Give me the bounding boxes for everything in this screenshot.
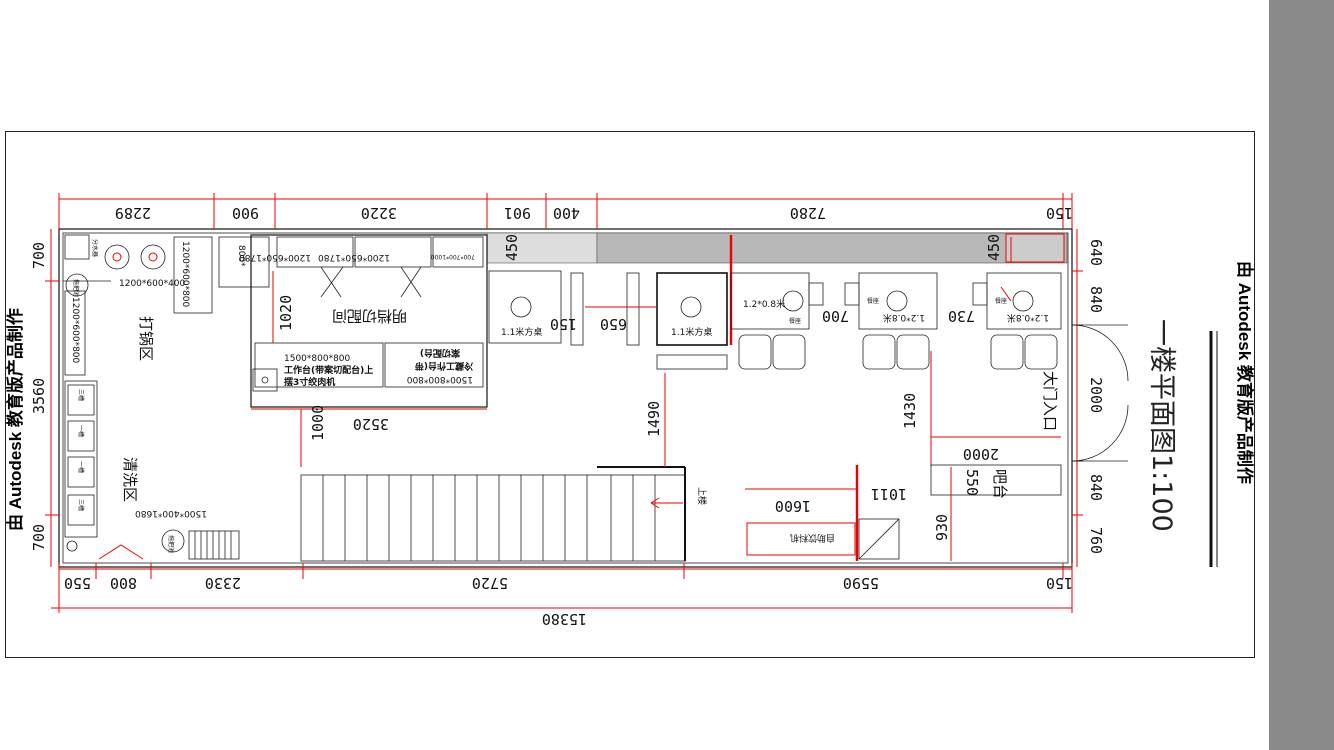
cold-table-label-2: 案切配台) [420, 347, 461, 359]
drawing-title: 一楼平面图1:100 [1146, 319, 1177, 532]
cashier-counter [930, 464, 1062, 496]
cold-table-label: 冷藏工作台(带 [415, 360, 473, 372]
sink-3: 一槽 [77, 461, 85, 473]
seat-3: 餐座 [789, 317, 801, 325]
fry-counter-1: 1200*600*400 [119, 279, 186, 289]
dim-total: 15380 [542, 610, 587, 628]
staircase [300, 474, 686, 562]
sink-1: 三槽 [77, 389, 85, 401]
dim-bottom-2: 2330 [205, 574, 241, 592]
cold-table-size: 1500*800*800 [406, 374, 473, 384]
counter-800: 800* [236, 245, 246, 267]
fridge-3: 700*700*1000 [431, 253, 475, 260]
dim-int-2000: 2000 [963, 445, 999, 463]
dim-int-1430: 1430 [901, 393, 919, 429]
open-kitchen-room [250, 234, 488, 408]
mop-pool-circle [65, 273, 89, 297]
dim-top-0: 2289 [115, 204, 151, 222]
mop-pool-2: 拖把池 [167, 535, 175, 553]
dim-right-0: 640 [1087, 239, 1105, 266]
door-swing-top [1071, 324, 1129, 382]
fridge-1: 1200*650*1780 [239, 252, 311, 262]
entrance-label: 大门入口 [1041, 371, 1059, 431]
cashier-label: 吧台 [991, 469, 1009, 499]
seat-5: 餐座 [995, 297, 1007, 305]
dim-bottom-0: 550 [64, 574, 91, 592]
dim-int-3520: 3520 [353, 415, 389, 433]
dim-right-4: 760 [1087, 527, 1105, 554]
fridge-2: 1200*650*1780 [318, 252, 390, 262]
chairs [738, 334, 1058, 370]
sink-4: 三槽 [77, 499, 85, 511]
table-3-label: 1.2*0.8米 [743, 298, 785, 310]
dim-top-3: 901 [504, 204, 531, 222]
top-counter-corner [1005, 233, 1065, 263]
dim-left-2: 700 [30, 524, 48, 551]
dim-int-1011: 1011 [871, 485, 907, 503]
dim-int-150: 150 [550, 315, 577, 333]
table-2 [656, 272, 728, 346]
dim-int-450a: 450 [503, 234, 521, 261]
table-1-label: 1.1米方桌 [501, 326, 542, 338]
dim-int-1000: 1000 [309, 405, 327, 441]
table-5 [986, 272, 1062, 330]
top-counter-left [486, 232, 598, 264]
dim-int-1600: 1600 [775, 497, 811, 515]
open-kitchen-label: 明档切配间 [332, 307, 407, 325]
dim-left-1: 3560 [30, 378, 48, 414]
table-2-label: 1.1米方桌 [671, 326, 712, 338]
seat-4: 餐座 [867, 297, 879, 305]
watermark-left: 由 Autodesk 教育版产品制作 [6, 308, 25, 531]
dim-top-6: 150 [1046, 204, 1073, 222]
drawing-sheet: 2289 900 3220 901 400 7280 150 550 800 2… [5, 131, 1255, 658]
dim-int-550: 550 [963, 469, 981, 496]
dim-top-4: 400 [553, 204, 580, 222]
dim-int-730: 730 [948, 307, 975, 325]
upstairs-label: 上楼 [696, 487, 708, 505]
table-5-label: 1.2*0.8米 [1007, 312, 1049, 324]
side-panel [1269, 0, 1334, 750]
table-1 [488, 270, 562, 344]
top-counter-right [596, 232, 1068, 264]
dim-int-450b: 450 [985, 234, 1003, 261]
table-4-label: 1.2*0.8米 [883, 312, 925, 324]
dim-int-1020: 1020 [277, 295, 295, 331]
workbench-size: 1500*800*800 [284, 354, 351, 364]
outer-wall [58, 228, 1073, 568]
fry-counter-2: 1200*600*800 [180, 241, 190, 308]
dim-top-1: 900 [232, 204, 259, 222]
dim-bottom-1: 800 [110, 574, 137, 592]
ice-box-label: 自助饮料机 [790, 532, 835, 544]
workbench-label-2: 摆3寸绞肉机 [284, 376, 335, 388]
door-swing-bottom [1071, 404, 1129, 462]
table-4 [858, 272, 938, 330]
dim-int-650: 650 [600, 315, 627, 333]
mop-pool: 拖把池 [72, 279, 80, 297]
water-tank: 分水器 [91, 239, 99, 257]
dim-bottom-3: 5720 [472, 574, 508, 592]
workbench-label: 工作台(带案切配台)上 [284, 364, 373, 376]
dim-bottom-5: 150 [1046, 574, 1073, 592]
dim-bottom-4: 5590 [843, 574, 879, 592]
fry-counter-3: 1200*600*800 [70, 297, 80, 364]
fry-zone-label: 打锅区 [137, 316, 155, 361]
dim-top-5: 7280 [790, 204, 826, 222]
dim-int-700: 700 [822, 307, 849, 325]
wash-zone-label: 清洗区 [121, 457, 139, 502]
watermark-right: 由 Autodesk 教育版产品制作 [1235, 261, 1255, 484]
dim-top-2: 3220 [361, 204, 397, 222]
floor-plan: 2289 900 3220 901 400 7280 150 550 800 2… [6, 193, 1255, 628]
dim-right-3: 840 [1087, 474, 1105, 501]
dim-int-1490: 1490 [645, 401, 663, 437]
dim-int-930: 930 [933, 514, 951, 541]
sink-table: 1500*400*1680 [135, 508, 207, 518]
dim-left-0: 700 [30, 242, 48, 269]
sink-2: 一槽 [77, 425, 85, 437]
dim-right-2: 2000 [1087, 377, 1105, 413]
dim-right-1: 840 [1087, 286, 1105, 313]
